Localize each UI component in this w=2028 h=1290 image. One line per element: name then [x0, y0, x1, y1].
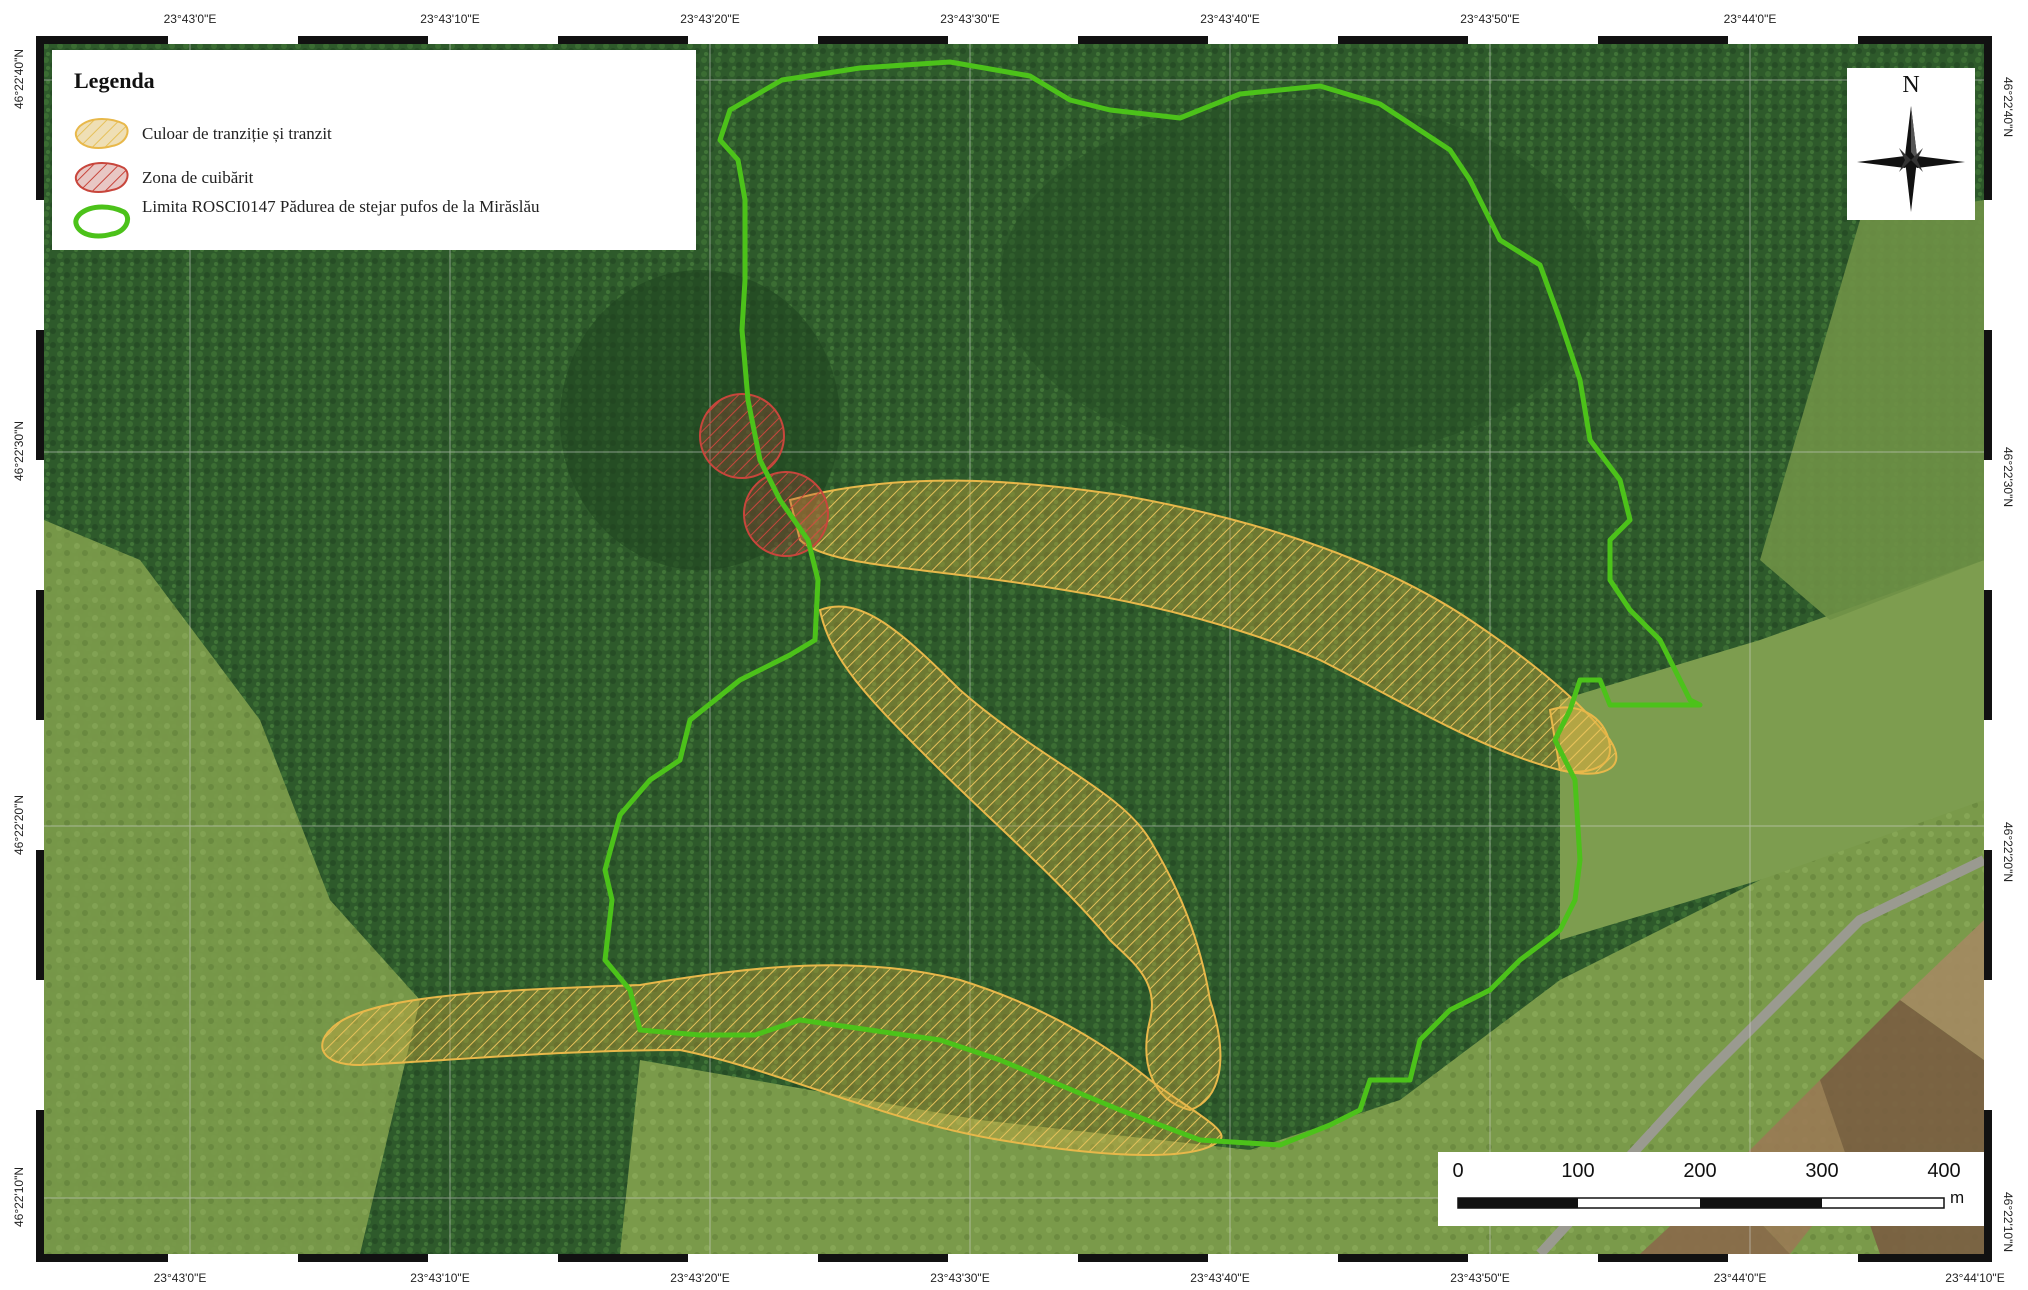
nesting-zone-2	[743, 471, 829, 557]
hatch-yellow-icon	[74, 118, 129, 149]
coord-label: 23°43'0"E	[153, 1271, 207, 1285]
compass-rose-icon	[1857, 106, 1965, 212]
corridor-middle	[818, 605, 1222, 1112]
scale-unit: m	[1950, 1188, 1965, 1207]
corridor-upper	[788, 479, 1618, 775]
legend-title: Legenda	[74, 68, 155, 93]
scale-bar: 0 100 200 300 400 m	[1438, 1152, 1984, 1226]
hatch-red-icon	[74, 162, 129, 193]
coord-label: 46°22'10"N	[2001, 1191, 2015, 1253]
coord-label: 23°43'30"E	[940, 12, 1000, 26]
field-left	[44, 520, 420, 1254]
coord-label: 23°43'40"E	[1190, 1271, 1250, 1285]
coord-label: 46°22'30"N	[12, 420, 26, 482]
coord-label: 23°44'10"E	[1945, 1271, 2005, 1285]
legend-label: Limita ROSCI0147 Pădurea de stejar pufos…	[142, 197, 540, 216]
coord-label: 23°43'20"E	[670, 1271, 730, 1285]
field-right	[1560, 560, 1984, 940]
coord-label: 23°44'0"E	[1713, 1271, 1767, 1285]
coord-label: 23°43'10"E	[410, 1271, 470, 1285]
coord-label: 46°22'40"N	[12, 48, 26, 110]
nesting-zone-1	[699, 393, 785, 479]
legend: Legenda Culoar de tranziție și tranzit Z…	[52, 50, 696, 250]
coord-label: 46°22'30"N	[2001, 446, 2015, 508]
legend-label: Zona de cuibărit	[142, 168, 254, 187]
north-arrow: N	[1847, 68, 1975, 220]
green-outline-icon	[73, 204, 130, 239]
north-label: N	[1902, 72, 1920, 98]
coord-label: 23°43'0"E	[163, 12, 217, 26]
nesting-zones	[699, 393, 829, 557]
transit-corridors	[321, 479, 1618, 1156]
coord-label: 23°43'40"E	[1200, 12, 1260, 26]
field-upper-right	[1760, 200, 1984, 620]
scale-tick-label: 400	[1927, 1160, 1961, 1182]
coord-label: 46°22'10"N	[12, 1166, 26, 1228]
scale-tick-label: 300	[1805, 1160, 1839, 1182]
site-boundary	[602, 59, 1703, 1148]
legend-label: Culoar de tranziție și tranzit	[142, 124, 332, 143]
coord-label: 23°43'10"E	[420, 12, 480, 26]
coord-label: 46°22'20"N	[2001, 821, 2015, 883]
coord-label: 23°43'30"E	[930, 1271, 990, 1285]
scale-tick-label: 0	[1452, 1160, 1464, 1182]
scale-tick-label: 100	[1561, 1160, 1595, 1182]
coord-label: 23°44'0"E	[1723, 12, 1777, 26]
scale-tick-label: 200	[1683, 1160, 1717, 1182]
coord-label: 23°43'20"E	[680, 12, 740, 26]
border-checker	[36, 36, 1992, 1262]
scale-bar-graphic	[1457, 1197, 1945, 1209]
coord-label: 46°22'20"N	[12, 794, 26, 856]
coord-label: 23°43'50"E	[1450, 1271, 1510, 1285]
coord-label: 46°22'40"N	[2001, 76, 2015, 138]
coord-label: 23°43'50"E	[1460, 12, 1520, 26]
